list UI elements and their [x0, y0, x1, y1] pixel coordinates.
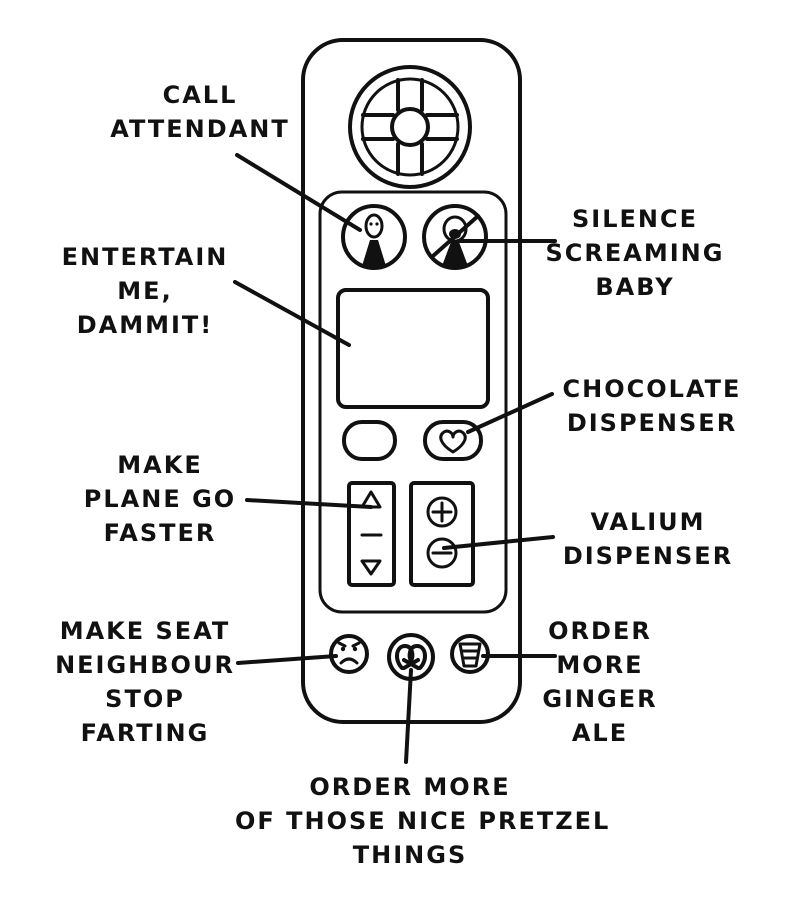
speed-control[interactable]: [347, 481, 396, 587]
make-seat-neighbour-label: MAKE SEAT NEIGHBOUR STOP FARTING: [55, 617, 235, 747]
valium-control[interactable]: [409, 481, 475, 587]
sad-face-button[interactable]: [329, 634, 369, 674]
sad-face-icon: [337, 641, 361, 665]
ginger-ale-button[interactable]: [450, 634, 490, 674]
chocolate-label: CHOCOLATE DISPENSER: [562, 375, 742, 437]
ginger-ale-label: ORDER MORE GINGER ALE: [542, 617, 658, 747]
heart-icon: [439, 429, 467, 454]
call-attendant-button[interactable]: [341, 204, 407, 270]
entertain-me-label: ENTERTAIN ME, DAMMIT!: [61, 243, 229, 339]
silence-baby-label: SILENCE SCREAMING BABY: [545, 205, 725, 301]
order-pretzels-label: ORDER MORE OF THOSE NICE PRETZEL THINGS: [235, 773, 611, 869]
remote-inner-panel: [318, 190, 508, 614]
entertainment-screen[interactable]: [336, 288, 490, 409]
pretzel-icon: [395, 644, 427, 670]
plus-icon: [426, 496, 458, 528]
cup-icon: [458, 642, 482, 668]
attendant-person-icon: [362, 213, 386, 266]
dpad-icon[interactable]: [348, 65, 472, 189]
leader-lines: [233, 153, 557, 764]
make-plane-faster-label: MAKE PLANE GO FASTER: [83, 451, 237, 547]
blank-button[interactable]: [342, 420, 397, 461]
call-attendant-label: CALL ATTENDANT: [110, 81, 290, 143]
silence-baby-button[interactable]: [422, 204, 488, 270]
minus-icon: [426, 537, 458, 569]
valium-label: VALIUM DISPENSER: [562, 508, 734, 570]
triangle-down-icon: [360, 559, 382, 576]
chocolate-button[interactable]: [423, 420, 483, 461]
remote-body: [301, 38, 522, 724]
